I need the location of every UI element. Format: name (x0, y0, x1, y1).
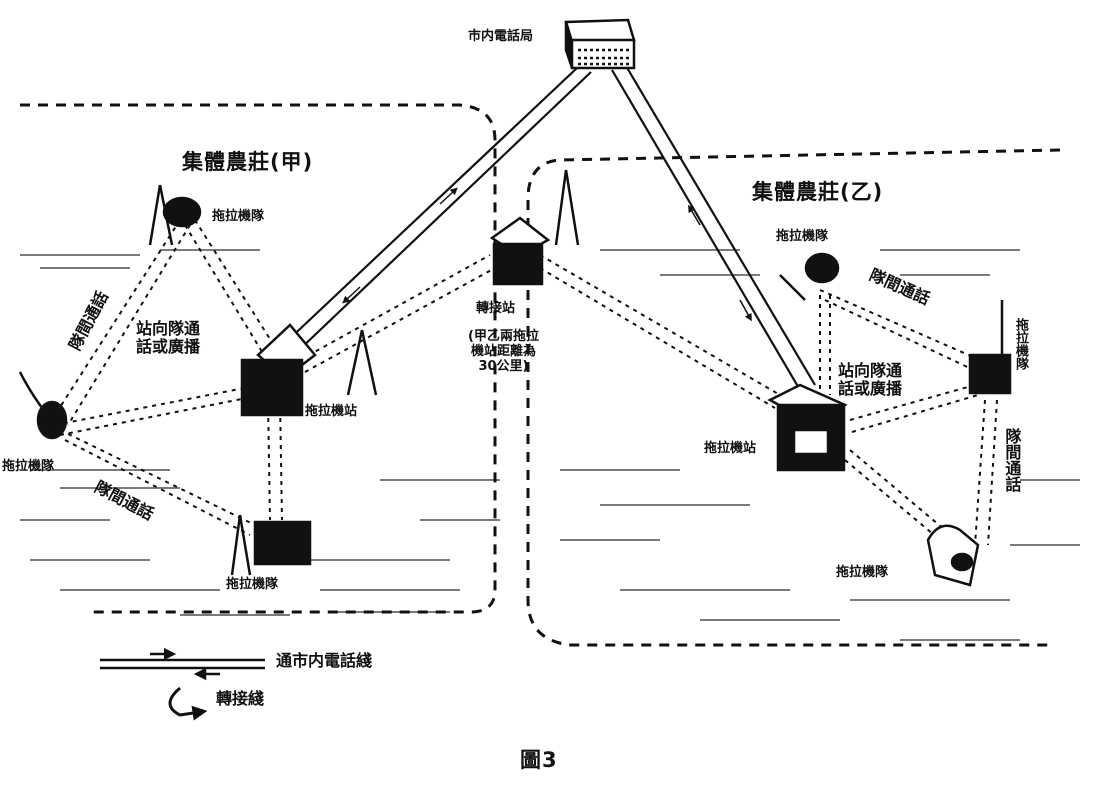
radio-links (54, 219, 998, 546)
tractor-team-b-top-label: 拖拉機隊 (776, 229, 829, 244)
figure-caption: 圖3 (520, 748, 558, 772)
tractor-team-a-bottom (230, 514, 312, 576)
legend-transfer-line-label: 轉接綫 (216, 689, 265, 708)
legend-city-line-label: 通市内電話綫 (276, 651, 373, 670)
relay-station-label: 轉接站 (476, 301, 516, 316)
city-trunk-arrows (342, 187, 752, 322)
farm-b-boundary (526, 148, 1061, 647)
tractor-team-b-top (779, 252, 840, 301)
city-trunk-lines (282, 65, 816, 391)
tractor-team-b-bottom (926, 524, 980, 587)
station-to-team-b: 站向隊通 話或廣播 (838, 361, 903, 399)
farm-a-boundary (20, 103, 497, 614)
tractor-station-a-label: 拖拉機站 (305, 404, 358, 419)
city-exchange-building (564, 18, 636, 70)
tractor-team-a-bottom-label: 拖拉機隊 (226, 577, 279, 592)
farm-b-label: 集體農莊(乙) (752, 180, 884, 204)
distance-note: (甲乙兩拖拉 機站距離為 30公里) (468, 329, 539, 374)
between-teams-talk-b-right: 隊間通話 (1002, 428, 1022, 492)
legend-city-line-symbol (100, 647, 265, 681)
farm-a-label: 集體農莊(甲) (182, 150, 314, 174)
relay-station-building (489, 169, 580, 286)
tractor-team-a-top-label: 拖拉機隊 (212, 209, 265, 224)
ground-texture (20, 249, 1080, 641)
tractor-station-b-building (767, 383, 848, 472)
tractor-team-b-right (968, 300, 1012, 395)
tractor-team-a-left-label: 拖拉機隊 (2, 459, 55, 474)
city-exchange-label: 市内電話局 (468, 29, 534, 44)
tractor-station-b-label: 拖拉機站 (704, 441, 757, 456)
tractor-team-a-top (148, 184, 202, 246)
tractor-team-b-right-label: 拖拉機隊 (1012, 318, 1028, 370)
legend-transfer-line-symbol (168, 686, 208, 721)
tractor-team-b-bottom-label: 拖拉機隊 (836, 565, 889, 580)
tractor-station-a-building (240, 323, 378, 417)
tractor-team-a-left (18, 371, 68, 440)
station-to-team-a: 站向隊通 話或廣播 (136, 319, 201, 357)
